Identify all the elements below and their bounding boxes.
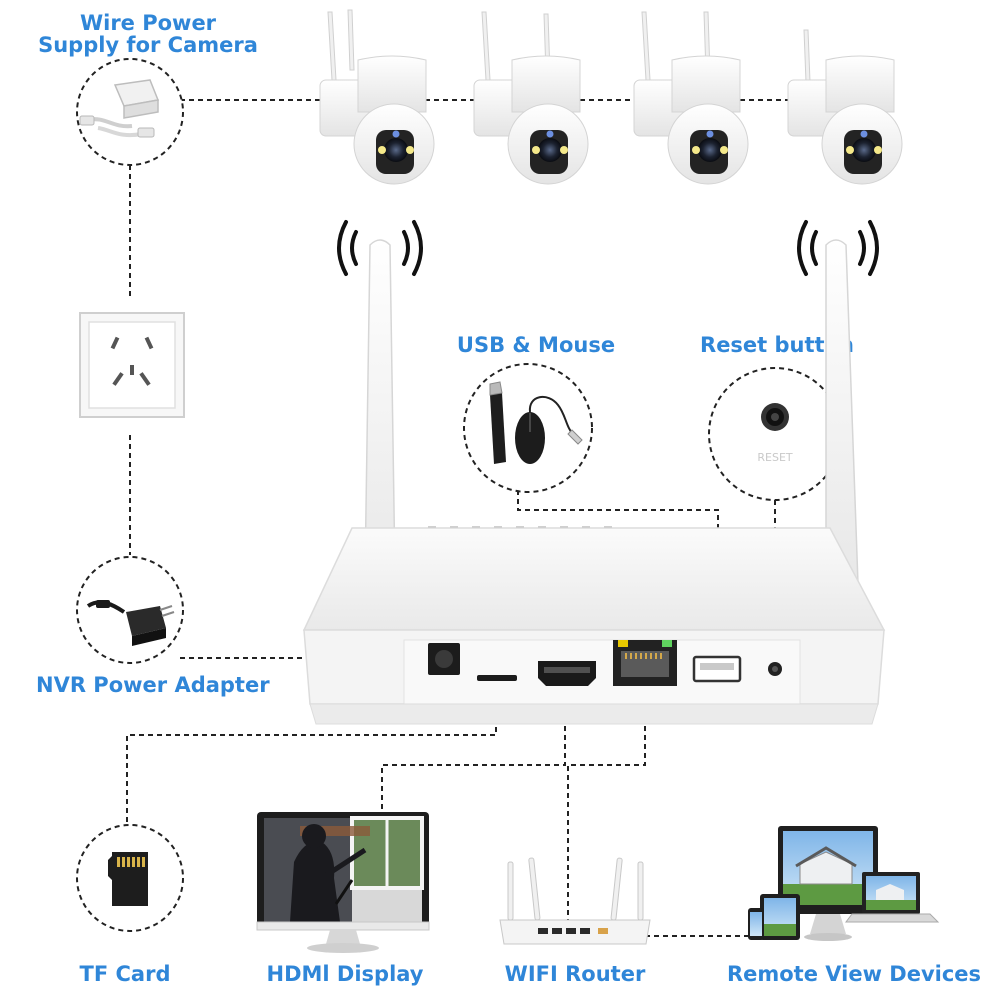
reset-text: RESET — [757, 451, 793, 464]
lan-line — [567, 690, 646, 920]
wire-power-line-1: Wire Power — [79, 11, 217, 35]
dashed-connectors — [126, 99, 795, 937]
camera-2 — [473, 11, 589, 185]
wire-power-label: Wire Power Supply for Camera — [38, 12, 258, 56]
tf-card-line — [126, 682, 497, 830]
remote-view-devices-icon — [748, 826, 940, 941]
usb-mouse-label: USB & Mouse — [456, 333, 616, 357]
wire-power-line-2: Supply for Camera — [38, 33, 258, 57]
wifi-signal-right-icon — [797, 220, 879, 276]
wifi-signal-left-icon — [337, 220, 423, 276]
camera-3 — [633, 11, 749, 185]
hdmi-line — [381, 690, 566, 826]
tf-card-label: TF Card — [79, 962, 171, 986]
power-supply-icon — [79, 79, 160, 138]
reset-button-icon: RESET — [757, 403, 793, 464]
tf-card-slot — [477, 675, 517, 681]
wifi-router-label: WIFI Router — [504, 962, 646, 986]
camera-4 — [787, 29, 903, 185]
reset-circle — [708, 367, 842, 501]
hdmi-port — [538, 661, 596, 686]
nvr-recorder — [302, 526, 886, 725]
hdmi-monitor-icon — [256, 812, 430, 953]
reset-button-label: Reset button — [700, 333, 854, 357]
tf-card-icon — [108, 852, 148, 906]
usb-mouse-icon — [489, 381, 583, 464]
nvr-adapter-icon — [86, 600, 175, 646]
wifi-router-icon — [499, 857, 651, 945]
remote-view-devices-label: Remote View Devices — [726, 962, 982, 986]
hdmi-display-label: HDMl Display — [266, 962, 424, 986]
adapter-circle — [76, 556, 184, 664]
camera-1 — [319, 9, 435, 185]
nvr-power-adapter-label: NVR Power Adapter — [36, 673, 270, 697]
wall-outlet-icon — [79, 312, 185, 418]
